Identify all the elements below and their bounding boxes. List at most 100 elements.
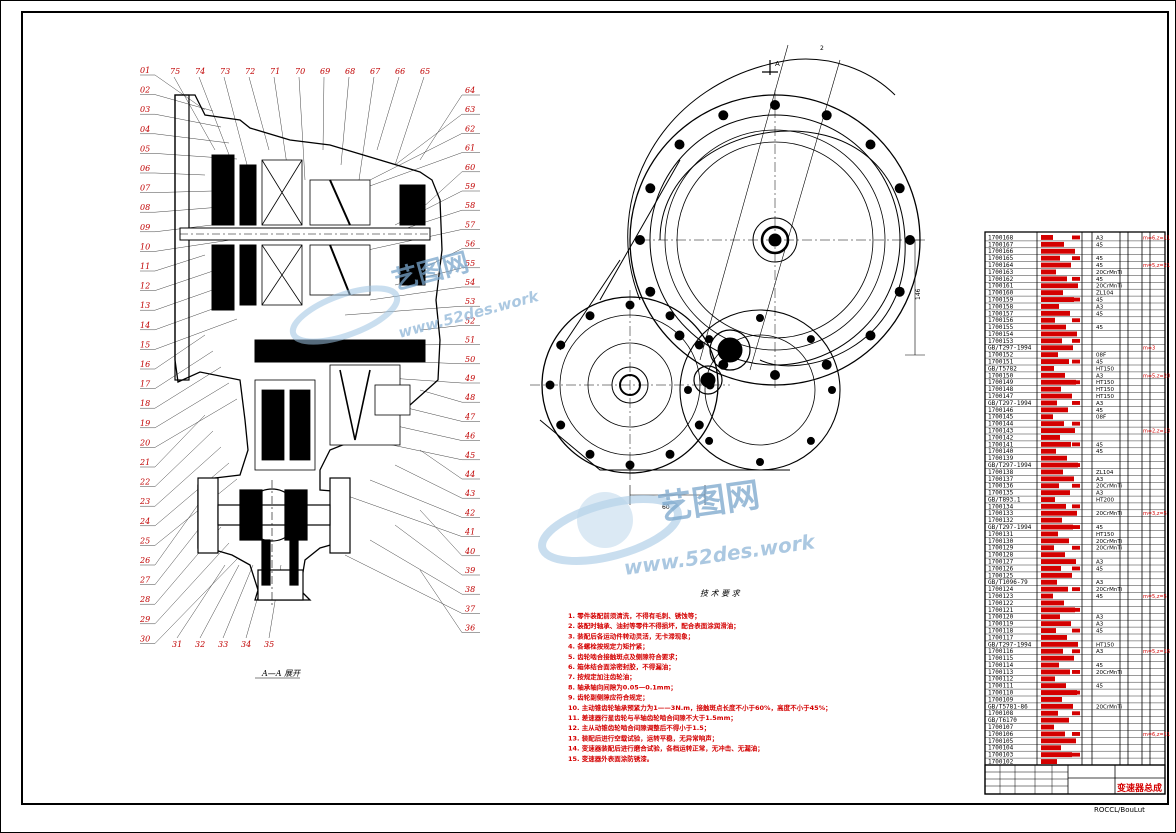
bom-code: 1700102 [988,759,1014,766]
part-label: 46 [464,432,475,441]
bom-material: 45 [1096,442,1103,448]
gear-block-3 [239,164,257,226]
requirement-line: 14. 变速器装配后进行磨合试验，各档运转正常，无冲击、无漏油； [568,744,764,753]
bom-name-block [1041,669,1070,675]
bom-code: GB/T6170 [988,717,1017,724]
bom-code: 1700139 [988,455,1014,462]
part-label: 63 [465,105,475,114]
part-label: 52 [465,316,475,325]
bolt-hole [645,183,656,194]
bom-material: A3 [1096,477,1104,483]
bom-name-block [1041,338,1062,344]
bom-code: 1700129 [988,545,1014,552]
bolt-hole [684,386,692,394]
bom-code: 1700161 [988,283,1014,290]
bom-code: GB/T297-1994 [988,524,1032,531]
bom-name-block [1041,435,1060,440]
bom-code: 1700120 [988,614,1014,621]
bom-code: 1700136 [988,483,1014,490]
bolt-hole [585,311,595,321]
bom-code: 1700145 [988,414,1014,421]
bolt-hole [625,460,635,470]
bom-name-block [1041,462,1078,468]
bom-material: A3 [1096,401,1104,407]
part-label: 74 [195,67,205,76]
bom-name-block [1041,717,1069,723]
bom-material: 45 [1096,408,1103,414]
bolt-hole [756,314,764,322]
bom-note: m=5,z=21 [1143,263,1170,269]
bom-material: 20CrMnTi [1096,587,1123,593]
bom-code: 1700107 [988,724,1014,731]
bom-note: m=5,z=5 [1143,594,1167,600]
bom-name-block [1041,297,1074,302]
bom-note: m=6,z=11 [1143,235,1170,241]
bom-code: 1700116 [988,648,1014,655]
bom-name-block [1041,579,1057,585]
part-label: 28 [139,595,150,604]
requirement-line: 7. 按规定加注齿轮油； [568,672,636,681]
bolt-hole [894,286,905,297]
bom-name-block [1041,710,1058,716]
bom-name-block [1041,490,1070,496]
bom-name-block [1041,235,1053,240]
bom-material: ZL104 [1096,470,1114,476]
countershaft-block [254,339,426,363]
bom-material: 45 [1096,594,1103,600]
part-label: 15 [140,340,150,349]
part-label: 57 [465,220,476,229]
bom-material: 45 [1096,663,1103,669]
part-label: 19 [140,419,150,428]
bolt-hole [545,380,555,390]
bom-code: GB/T5782 [988,365,1017,372]
part-label: 62 [465,124,475,133]
part-label: 22 [139,478,150,487]
bom-code: 1700109 [988,696,1014,703]
bom-name-block [1041,483,1059,489]
part-label: 08 [140,203,150,212]
bom-name-block [1041,386,1061,392]
bom-name-block [1041,400,1057,406]
bom-name-block [1041,366,1054,371]
part-label: 06 [140,164,150,173]
bom-name-block [1041,345,1073,351]
bolt-hole [585,449,595,459]
part-label: 33 [218,640,228,649]
bom-material: 20CrMnTi [1096,511,1123,517]
bom-code: 1700165 [988,255,1014,262]
bom-name-block [1041,648,1063,654]
bom-material: HT150 [1096,387,1114,393]
bom-name-block [1041,614,1060,620]
dim-bottom: 60 [662,504,670,511]
bom-code: 1700111 [988,683,1014,690]
bom-name-block [1041,276,1067,282]
technical-requirements: 1. 零件装配前须清洗，不得有毛刺、锈蚀等；2. 装配时轴承、油封等零件不得损坏… [568,611,832,763]
bom-name-block [1041,407,1068,413]
bom-code: 1700125 [988,572,1014,579]
bom-note: m=5,z=20 [1143,373,1170,379]
part-label: 67 [370,67,381,76]
bolt-hole [645,286,656,297]
bom-code: GB/T1096-79 [988,579,1028,586]
part-label: 14 [140,321,150,330]
bom-code: 1700106 [988,731,1014,738]
bom-name-block [1041,524,1073,530]
bom-name-block [1041,262,1071,268]
part-label: 75 [170,67,180,76]
bom-name-block [1041,310,1070,316]
part-label: 70 [295,67,305,76]
bolt-hole [865,330,876,341]
right-axle-flange [329,477,351,554]
bom-code: 1700159 [988,297,1014,304]
bom-code: 1700152 [988,352,1014,359]
bom-material: HT150 [1096,366,1114,372]
bom-name-block [1041,455,1067,461]
bom-material: A3 [1096,580,1104,586]
bom-code: 1700110 [988,690,1014,697]
bom-material: 45 [1096,298,1103,304]
bom-name-block [1041,414,1053,420]
